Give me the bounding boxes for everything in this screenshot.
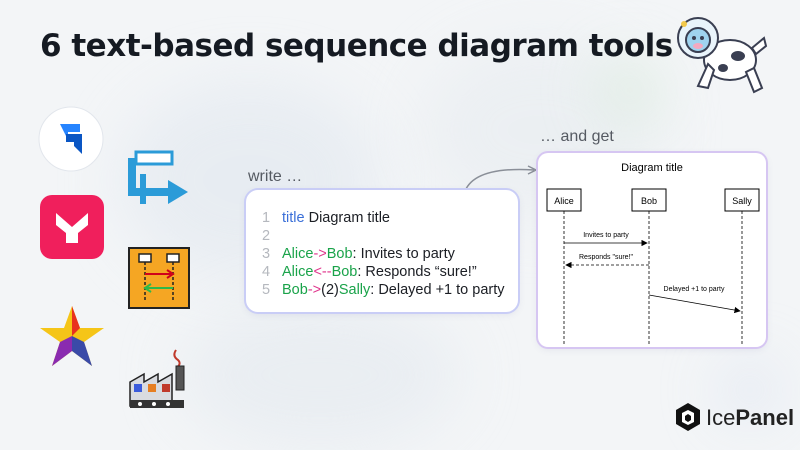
background-blob [600,60,660,120]
code-line-5: 5 Bob->(2)Sally: Delayed +1 to party [262,282,504,298]
actor-name: Alice [282,246,314,262]
mascot-body [677,17,768,94]
background-blob [720,360,780,420]
write-note: write … [248,168,303,185]
diagram-preview-card: Diagram title Alice Bob Sally Invites to… [538,153,766,347]
line-number: 5 [262,282,271,298]
line-number: 3 [262,246,271,262]
flowchart-icon [128,150,188,204]
sequence-diagram: Diagram title Alice Bob Sally Invites to… [546,162,760,345]
headline: 6 text-based sequence diagram tools [40,28,673,64]
code-line-2: 2 [262,228,282,244]
icepanel-logo-icon [676,403,700,431]
participant-bob: Bob [641,196,657,206]
background-blob [180,300,460,450]
title-text: Diagram title [304,210,390,226]
message-label: Delayed +1 to party [664,286,725,293]
title-keyword: title [282,210,305,226]
arrow-token: -> [307,282,322,298]
actor-name: Bob [326,246,353,262]
actor-name: Alice [282,264,314,280]
actor-name: Sally [338,282,371,298]
arrow-token: <-- [313,264,332,280]
participant-sally: Sally [732,196,752,206]
line-number: 4 [262,264,271,280]
line-number: 2 [262,228,271,244]
message-label: Invites to party [583,232,629,239]
actor-name: Bob [282,282,308,298]
arrow-token: -> [313,246,327,262]
code-line-4: 4 Alice<--Bob: Responds “sure!” [262,264,477,280]
connector-arrow [463,165,538,195]
sequence-board-icon [128,247,190,309]
delay-token: (2) [321,282,339,298]
actor-name: Bob [331,264,358,280]
astronaut-mascot-icon [677,17,768,94]
brand-prefix: Ice [706,405,736,430]
code-line-1: 1 title Diagram title [262,210,390,226]
and-get-note: … and get [540,128,614,145]
brand-wordmark: IcePanel [706,405,794,431]
star-icon [40,306,104,366]
line-number: 1 [262,210,271,226]
participant-alice: Alice [554,196,574,206]
message-label: Responds "sure!" [579,254,634,261]
jira-icon [38,106,104,172]
code-line-3: 3 Alice->Bob: Invites to party [262,246,455,262]
message-arrow [648,294,741,314]
message-text: : Invites to party [352,246,455,262]
brand-suffix: Panel [735,405,795,430]
plantuml-factory-icon [129,349,185,408]
message-text: : Responds “sure!” [357,264,477,280]
diagram-title: Diagram title [621,162,683,174]
message-text: : Delayed +1 to party [370,282,505,298]
yed-icon [40,195,104,259]
